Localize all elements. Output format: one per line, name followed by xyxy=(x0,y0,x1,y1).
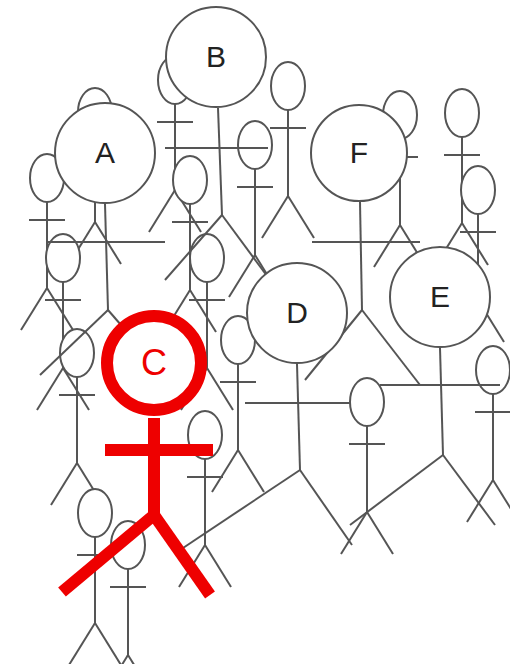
figure-letter: D xyxy=(286,298,308,328)
head-circle: D xyxy=(246,262,348,364)
highlighted-figure-body xyxy=(62,418,213,595)
head-circle: F xyxy=(310,104,408,202)
stick-figure xyxy=(37,234,89,410)
figure-letter: F xyxy=(350,138,368,168)
head-circle-shape xyxy=(107,316,201,410)
head-circle: C xyxy=(101,310,207,416)
head-circle: A xyxy=(54,102,156,204)
stick-figure xyxy=(341,378,393,554)
head-circle-shape xyxy=(166,7,266,107)
head-circle: B xyxy=(165,6,267,108)
stick-figure xyxy=(51,329,103,505)
figure-letter: B xyxy=(206,42,226,72)
head-circle-shape xyxy=(311,105,407,201)
head-circle-shape xyxy=(247,263,347,363)
head-circle-shape xyxy=(55,103,155,203)
figure-letter: C xyxy=(141,345,167,381)
figure-letter: A xyxy=(95,138,115,168)
head-circle-shape xyxy=(390,247,490,347)
figure-letter: E xyxy=(430,282,450,312)
head-circle: E xyxy=(389,246,491,348)
